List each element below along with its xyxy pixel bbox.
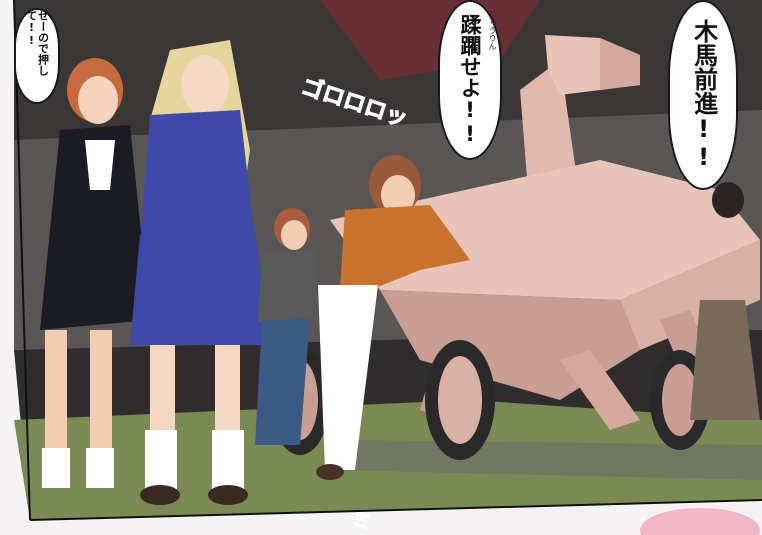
figure-right-background xyxy=(690,182,760,420)
girl-black-dress xyxy=(40,58,150,488)
speech-text-advance: 木馬前進!! xyxy=(689,19,718,171)
speech-text-command: 蹂躙せよ!! xyxy=(458,14,483,146)
speech-text-push: せーので押して!! xyxy=(25,10,50,76)
girl-orange-top xyxy=(316,155,470,480)
speech-bubble-command: 蹂躙せよ!! xyxy=(438,0,502,160)
girl-blue-uniform xyxy=(130,40,270,505)
girl-gray-top xyxy=(255,208,318,445)
pink-hair-corner xyxy=(640,508,760,535)
speech-bubble-advance: 木馬前進!! xyxy=(668,0,738,190)
speech-bubble-push: せーので押して!! xyxy=(14,8,60,104)
ruby-reading: じゅうりん xyxy=(488,10,497,50)
sfx-bottom: ミ xyxy=(352,509,373,534)
